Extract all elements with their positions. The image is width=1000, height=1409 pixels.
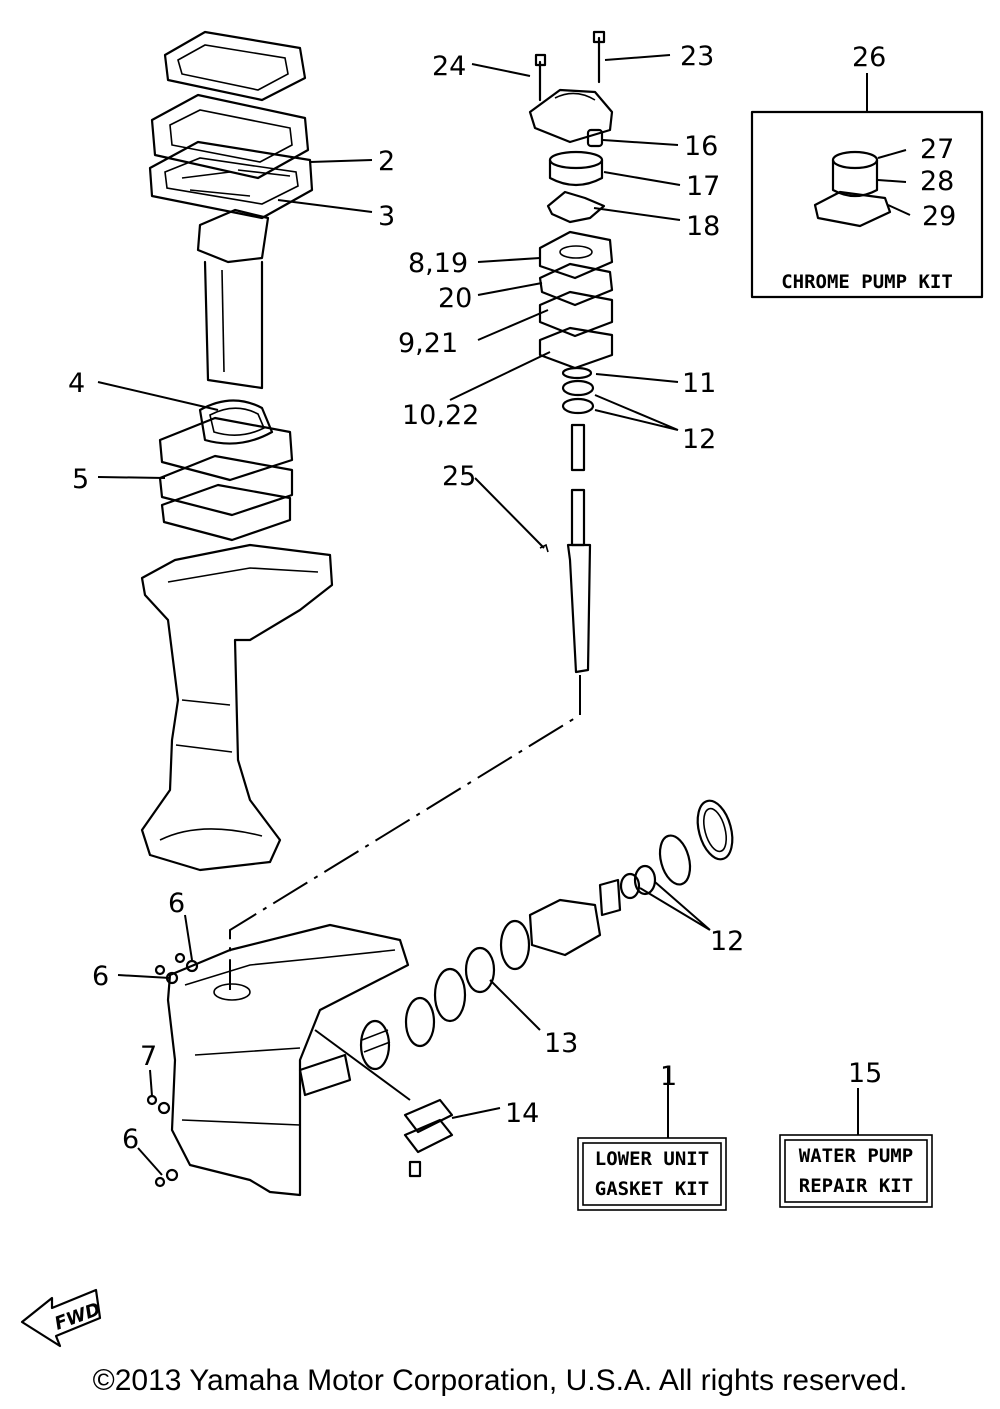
upper-gasket-stack xyxy=(148,30,314,220)
lower-unit-kit-line2: GASKET KIT xyxy=(595,1178,709,1200)
callout-4: 4 xyxy=(68,368,85,399)
callout-6-mid: 6 xyxy=(92,961,109,992)
callout-12-upper: 12 xyxy=(682,424,716,455)
fasteners xyxy=(146,952,199,1188)
callout-14: 14 xyxy=(505,1098,539,1129)
cover-plate xyxy=(314,1029,454,1178)
callout-20: 20 xyxy=(438,283,472,314)
callout-7: 7 xyxy=(140,1041,157,1072)
callout-10-22: 10,22 xyxy=(402,400,479,431)
callout-1: 1 xyxy=(660,1061,677,1092)
callout-3: 3 xyxy=(378,201,395,232)
callout-12-lower: 12 xyxy=(710,926,744,957)
chrome-pump-kit-box xyxy=(750,73,984,299)
lower-casing xyxy=(166,923,410,1197)
callout-27: 27 xyxy=(920,134,954,165)
lower-unit-kit-line1: LOWER UNIT xyxy=(595,1148,709,1170)
water-pump-kit-line2: REPAIR KIT xyxy=(799,1175,913,1197)
callout-24: 24 xyxy=(432,51,466,82)
callout-25: 25 xyxy=(442,461,476,492)
fwd-arrow-icon: FWD xyxy=(20,1288,103,1348)
water-pump-kit-line1: WATER PUMP xyxy=(799,1145,913,1167)
callout-5: 5 xyxy=(72,464,89,495)
leader-lines xyxy=(97,54,911,1176)
callout-numbers: 2 3 4 5 6 6 7 6 24 23 16 17 18 8,19 20 9… xyxy=(68,41,956,1155)
propeller-shaft-parts xyxy=(359,799,734,1071)
callout-9-21: 9,21 xyxy=(398,328,458,359)
callout-6-bottom: 6 xyxy=(122,1124,139,1155)
exhaust-tube xyxy=(196,208,270,390)
drive-shaft xyxy=(539,423,592,674)
callout-17: 17 xyxy=(686,171,720,202)
copyright-notice: ©2013 Yamaha Motor Corporation, U.S.A. A… xyxy=(92,1364,908,1397)
callout-23: 23 xyxy=(680,41,714,72)
callout-29: 29 xyxy=(922,201,956,232)
water-pump-stack xyxy=(528,30,614,415)
chrome-pump-kit-label: CHROME PUMP KIT xyxy=(781,271,953,293)
callout-28: 28 xyxy=(920,166,954,197)
callout-16: 16 xyxy=(684,131,718,162)
callout-26: 26 xyxy=(852,42,886,73)
mount-plate-stack xyxy=(158,399,294,542)
callout-15: 15 xyxy=(848,1058,882,1089)
callout-8-19: 8,19 xyxy=(408,248,468,279)
callout-6-top: 6 xyxy=(168,888,185,919)
upper-casing xyxy=(140,543,334,872)
callout-13: 13 xyxy=(544,1028,578,1059)
lower-unit-gasket-kit-box: LOWER UNIT GASKET KIT xyxy=(577,1137,727,1211)
callout-18: 18 xyxy=(686,211,720,242)
callout-11: 11 xyxy=(682,368,716,399)
water-pump-repair-kit-box: WATER PUMP REPAIR KIT xyxy=(779,1134,933,1208)
callout-2: 2 xyxy=(378,146,395,177)
drive-shaft-centerline xyxy=(229,675,581,990)
